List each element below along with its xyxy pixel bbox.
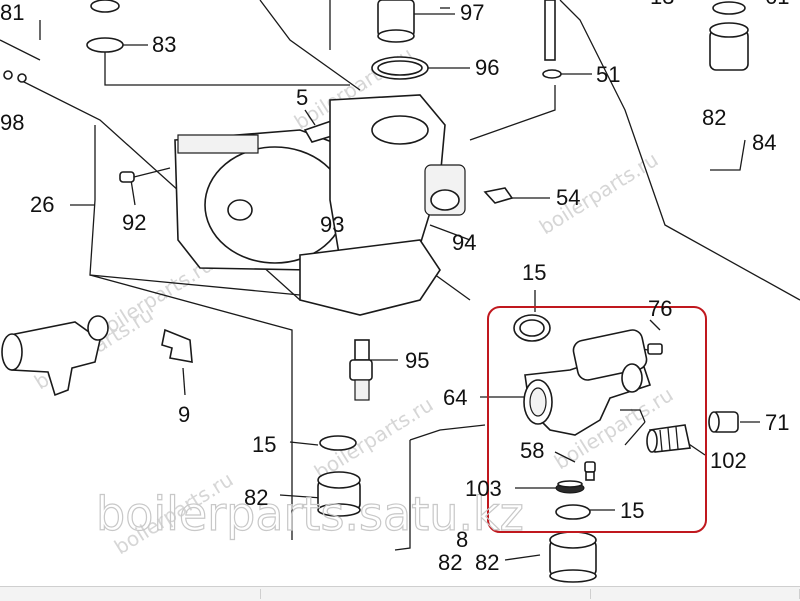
label-9: 9 [178, 402, 190, 427]
viewer-status-bar [0, 586, 800, 601]
label-26: 26 [30, 192, 54, 217]
part-103-spring [555, 480, 585, 494]
label-93: 93 [320, 212, 344, 237]
part-71-cap [708, 411, 739, 433]
label-76: 76 [648, 296, 672, 321]
label-82-top: 82 [702, 105, 726, 130]
part-93-pump-motor [174, 129, 356, 271]
part-64-valve-body [523, 329, 652, 436]
callout-labels: 81 13 61 97 83 96 51 98 5 82 84 26 92 93… [0, 0, 789, 575]
label-54: 54 [556, 185, 580, 210]
status-segment [590, 589, 800, 599]
label-95: 95 [405, 348, 429, 373]
label-94: 94 [452, 230, 476, 255]
part-82-top [709, 1, 749, 71]
label-102: 102 [710, 448, 747, 473]
label-15-upper: 15 [522, 260, 546, 285]
part-54-clip [483, 187, 514, 204]
label-84: 84 [752, 130, 776, 155]
label-15-left: 15 [252, 432, 276, 457]
status-segment [260, 589, 591, 599]
status-segment [0, 589, 261, 599]
parts-layer [1, 0, 749, 583]
label-82-left: 82 [244, 485, 268, 510]
part-58-screw [584, 461, 596, 481]
label-83: 83 [152, 32, 176, 57]
label-82-bottom-b: 82 [475, 550, 499, 575]
label-8: 8 [456, 527, 468, 552]
part-15-oring-left [319, 435, 357, 451]
part-82-center [549, 531, 597, 583]
part-102-filter [646, 424, 691, 453]
label-97: 97 [460, 0, 484, 25]
part-elbow-fitting [1, 315, 109, 397]
label-82-bottom-a: 82 [438, 550, 462, 575]
part-manifold [299, 239, 441, 316]
label-64: 64 [443, 385, 467, 410]
label-13: 13 [650, 0, 674, 9]
label-71: 71 [765, 410, 789, 435]
label-5: 5 [296, 85, 308, 110]
label-15-lower: 15 [620, 498, 644, 523]
label-96: 96 [475, 55, 499, 80]
label-81: 81 [0, 0, 24, 25]
label-51: 51 [596, 62, 620, 87]
part-9-clip [161, 328, 193, 363]
part-98 [3, 70, 27, 83]
part-51 [542, 0, 562, 79]
label-92: 92 [122, 210, 146, 235]
part-83-oring [86, 37, 124, 53]
part-82-left [317, 471, 361, 517]
part-94-housing [329, 94, 466, 271]
label-98: 98 [0, 110, 24, 135]
highlight-box [487, 306, 707, 533]
part-95-sensor [349, 339, 373, 401]
label-103: 103 [465, 476, 502, 501]
part-97 [377, 0, 415, 43]
label-58: 58 [520, 438, 544, 463]
watermark-big: boilerparts.satu.kz [96, 487, 524, 541]
label-61: 61 [765, 0, 789, 9]
part-15-oring-lower [555, 504, 591, 520]
part-92-screw [119, 167, 171, 183]
